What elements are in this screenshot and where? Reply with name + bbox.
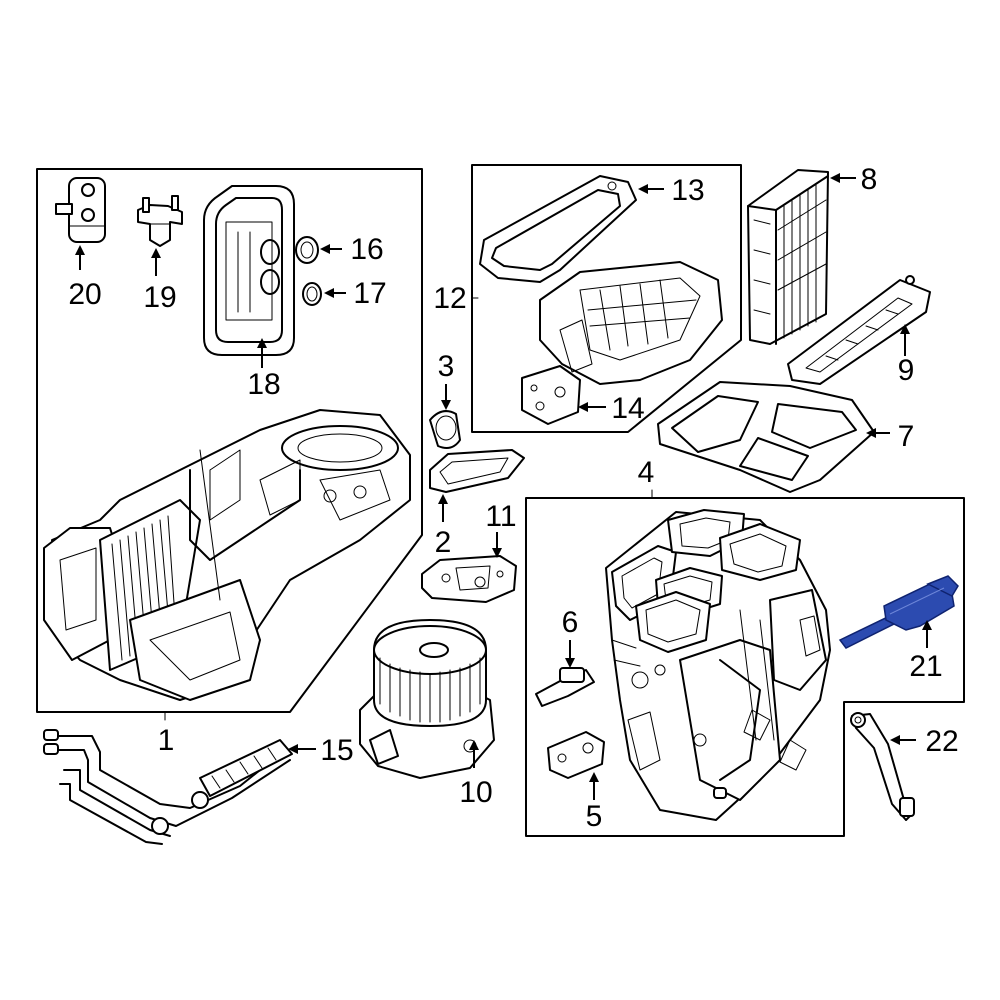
part-14-actuator[interactable] bbox=[521, 365, 581, 425]
part-15-heater-tubes[interactable] bbox=[43, 729, 293, 845]
part-5-actuator[interactable] bbox=[547, 731, 605, 779]
callout-14: 14 bbox=[611, 392, 644, 425]
part-21-temperature-sensor[interactable] bbox=[838, 575, 959, 649]
part-1-hvac-housing[interactable] bbox=[43, 409, 411, 701]
callout-5: 5 bbox=[586, 800, 603, 833]
callout-1: 1 bbox=[158, 724, 175, 757]
callout-2: 2 bbox=[435, 526, 452, 559]
part-10-blower-motor[interactable] bbox=[359, 619, 495, 779]
part-12-upper-case[interactable] bbox=[539, 261, 723, 385]
callout-15: 15 bbox=[320, 734, 353, 767]
part-8-cabin-filter[interactable] bbox=[747, 169, 829, 345]
group-box-4 bbox=[525, 497, 965, 837]
callout-3: 3 bbox=[438, 350, 455, 383]
part-13-gasket[interactable] bbox=[479, 175, 637, 283]
callout-7: 7 bbox=[898, 420, 915, 453]
callout-9: 9 bbox=[898, 354, 915, 387]
part-18-seal-frame[interactable] bbox=[203, 185, 295, 356]
callout-11: 11 bbox=[485, 500, 516, 533]
callout-4: 4 bbox=[638, 456, 655, 489]
part-19-bracket[interactable] bbox=[137, 195, 183, 247]
part-17-o-ring[interactable] bbox=[302, 282, 322, 306]
callout-17: 17 bbox=[353, 277, 386, 310]
callout-13: 13 bbox=[671, 174, 704, 207]
part-3-cap[interactable] bbox=[429, 410, 461, 449]
part-20-expansion-valve[interactable] bbox=[55, 177, 106, 243]
callout-6: 6 bbox=[562, 606, 579, 639]
part-22-drain-tube[interactable] bbox=[850, 712, 915, 821]
part-7-tray-seal[interactable] bbox=[657, 381, 875, 493]
callout-21: 21 bbox=[909, 650, 942, 683]
part-16-o-ring[interactable] bbox=[295, 236, 319, 264]
group-box-12 bbox=[471, 164, 742, 433]
part-2-filter[interactable] bbox=[429, 449, 525, 493]
callout-18: 18 bbox=[247, 368, 280, 401]
callout-8: 8 bbox=[861, 163, 878, 196]
callout-19: 19 bbox=[143, 281, 176, 314]
callout-16: 16 bbox=[350, 233, 383, 266]
part-11-resistor[interactable] bbox=[421, 555, 517, 603]
callout-22: 22 bbox=[925, 725, 958, 758]
callout-10: 10 bbox=[459, 776, 492, 809]
part-9-filter-door[interactable] bbox=[787, 275, 931, 385]
callout-12: 12 bbox=[433, 282, 466, 315]
group-box-1 bbox=[36, 168, 423, 713]
callout-20: 20 bbox=[68, 278, 101, 311]
part-4-distribution-housing[interactable] bbox=[605, 509, 831, 821]
part-6-sensor[interactable] bbox=[535, 667, 595, 707]
